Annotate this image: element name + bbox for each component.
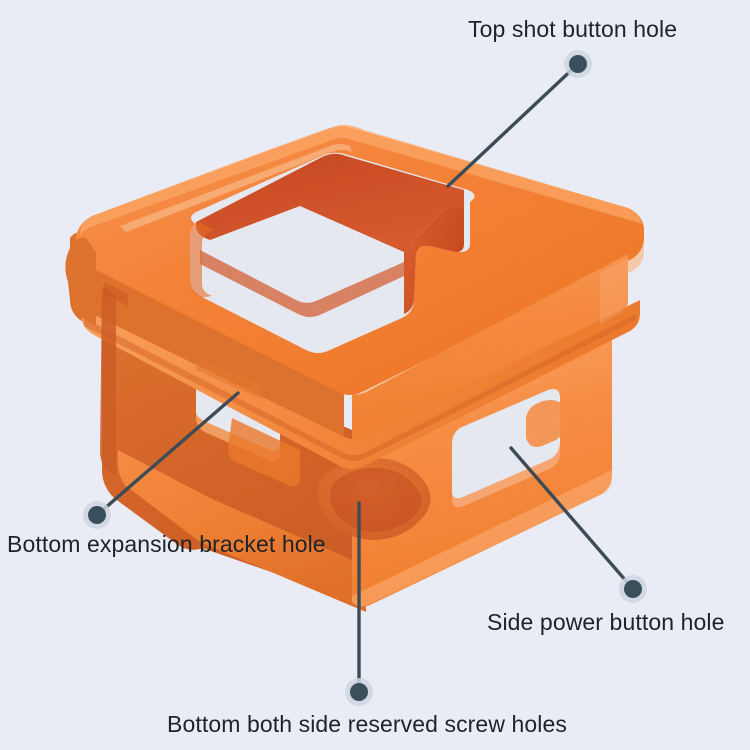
top-window-inner-floor — [200, 250, 404, 317]
callout-label-top-shot-button-hole: Top shot button hole — [468, 16, 678, 42]
callout-label-bottom-expansion-bracket-hole: Bottom expansion bracket hole — [7, 531, 326, 557]
bottom-screw-boss-right — [526, 400, 567, 447]
callout-label-side-power-button-hole: Side power button hole — [487, 609, 725, 635]
bottom-screw-hole-pocket-shadow — [330, 467, 422, 532]
top-window-inner-wall-right — [404, 207, 464, 314]
bottom-center-tab — [228, 418, 300, 487]
right-face-layer-lines — [352, 254, 628, 446]
front-left-vertical-edge — [100, 286, 116, 476]
callout-label-bottom-reserved-screw-holes: Bottom both side reserved screw holes — [167, 711, 568, 737]
top-window-inner-wall-back — [196, 153, 464, 252]
left-corner-grip — [65, 237, 96, 326]
left-rim-notch — [104, 282, 128, 306]
lower-left-step — [196, 356, 262, 400]
mid-parting-band — [80, 300, 640, 469]
top-face-specular — [120, 144, 352, 232]
top-window-fillet-left — [190, 222, 214, 298]
side-power-button-hole-lip — [452, 444, 560, 508]
